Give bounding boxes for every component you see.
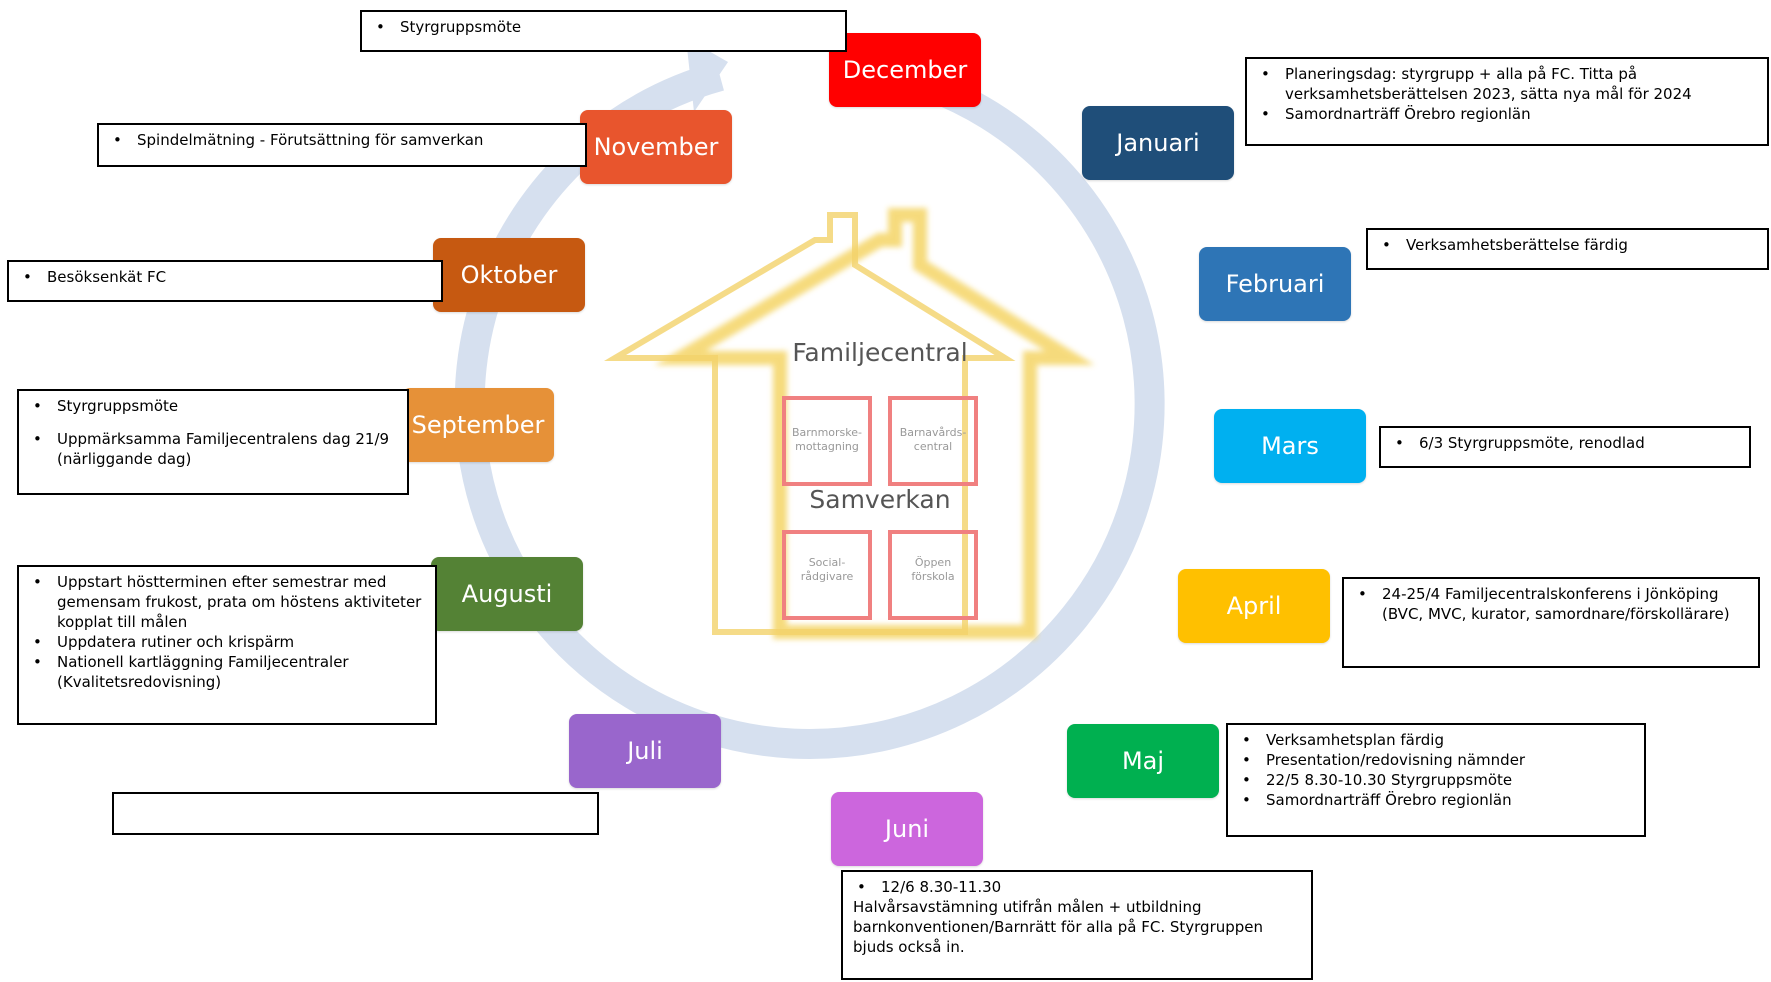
note-december: Styrgruppsmöte [360, 10, 847, 52]
note-item: 22/5 8.30-10.30 Styrgruppsmöte [1238, 770, 1634, 790]
note-item: Uppdatera rutiner och krispärm [29, 632, 425, 652]
note-item: Uppmärksamma Familjecentralens dag 21/9 … [29, 429, 397, 469]
cycle-arrow-head [686, 38, 728, 112]
month-november: November [580, 110, 732, 184]
note-juni: 12/6 8.30-11.30 Halvårsavstämning utifrå… [841, 870, 1313, 980]
note-item: Uppstart höstterminen efter semestrar me… [29, 572, 425, 632]
note-maj: Verksamhetsplan färdig Presentation/redo… [1226, 723, 1646, 837]
note-item: Spindelmätning - Förutsättning för samve… [109, 130, 575, 150]
note-item: Samordnarträff Örebro regionlän [1257, 104, 1757, 124]
note-item: 24-25/4 Familjecentralskonferens i Jönkö… [1354, 584, 1748, 624]
note-mars: 6/3 Styrgruppsmöte, renodlad [1379, 426, 1751, 468]
house-center-label: Samverkan [809, 485, 950, 514]
room-label-line2: rådgivare [801, 570, 854, 583]
month-juni: Juni [831, 792, 983, 866]
room-label-line1: Social- [809, 556, 846, 569]
room-label-line2: förskola [911, 570, 954, 583]
note-item: 6/3 Styrgruppsmöte, renodlad [1391, 433, 1739, 453]
room-label-line2: central [914, 440, 952, 453]
month-februari: Februari [1199, 247, 1351, 321]
month-april: April [1178, 569, 1330, 643]
note-oktober: Besöksenkät FC [7, 260, 443, 302]
note-januari: Planeringsdag: styrgrupp + alla på FC. T… [1245, 57, 1769, 146]
month-mars: Mars [1214, 409, 1366, 483]
house-illustration: Familjecentral Samverkan Barnmorske- mot… [604, 208, 1095, 639]
month-juli: Juli [569, 714, 721, 788]
note-november: Spindelmätning - Förutsättning för samve… [97, 123, 587, 167]
month-augusti: Augusti [431, 557, 583, 631]
note-item: Verksamhetsberättelse färdig [1378, 235, 1757, 255]
note-item: 12/6 8.30-11.30 [853, 877, 1301, 897]
note-item: Planeringsdag: styrgrupp + alla på FC. T… [1257, 64, 1757, 104]
note-text: Halvårsavstämning utifrån målen + utbild… [853, 898, 1264, 956]
cycle-arrow-ring [454, 61, 1165, 759]
note-augusti: Uppstart höstterminen efter semestrar me… [17, 565, 437, 725]
month-september: September [402, 388, 554, 462]
note-item: Besöksenkät FC [19, 267, 431, 287]
note-item: Styrgruppsmöte [372, 17, 835, 37]
note-september: Styrgruppsmöte Uppmärksamma Familjecentr… [17, 389, 409, 495]
month-december: December [829, 33, 981, 107]
house-title: Familjecentral [792, 338, 967, 367]
room-label-line2: mottagning [795, 440, 859, 453]
note-item: Samordnarträff Örebro regionlän [1238, 790, 1634, 810]
note-februari: Verksamhetsberättelse färdig [1366, 228, 1769, 270]
note-item: Verksamhetsplan färdig [1238, 730, 1634, 750]
note-item: Styrgruppsmöte [29, 396, 397, 416]
room-label-line1: Barnavårds- [900, 426, 967, 439]
room-label-line1: Barnmorske- [792, 426, 862, 439]
month-maj: Maj [1067, 724, 1219, 798]
note-item: Nationell kartläggning Familjecentraler … [29, 652, 425, 692]
month-oktober: Oktober [433, 238, 585, 312]
month-januari: Januari [1082, 106, 1234, 180]
room-label-line1: Öppen [915, 556, 951, 569]
note-april: 24-25/4 Familjecentralskonferens i Jönkö… [1342, 577, 1760, 668]
note-juli [112, 792, 599, 835]
note-item: Presentation/redovisning nämnder [1238, 750, 1634, 770]
